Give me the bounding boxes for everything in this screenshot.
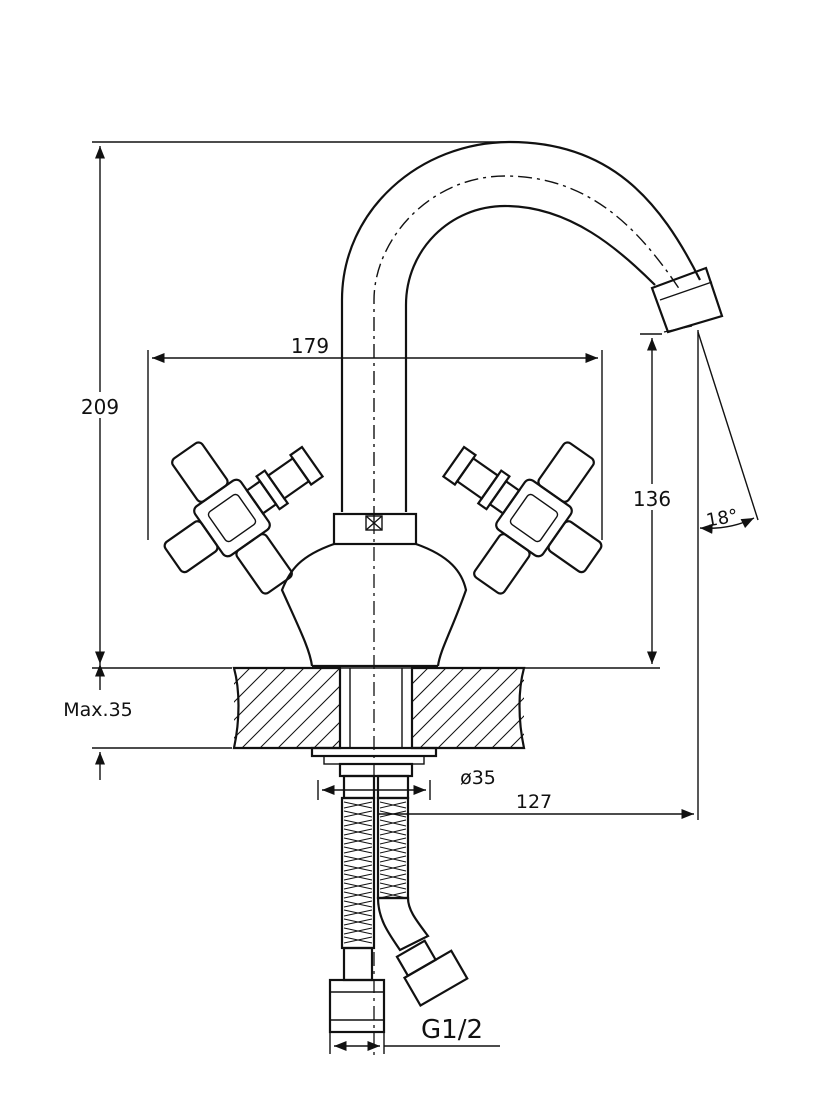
hose-braid (343, 828, 373, 836)
faucet-body (280, 512, 468, 668)
hatch-line (528, 668, 608, 748)
hose-braid (343, 873, 373, 881)
hatch-line (455, 668, 524, 748)
countertop-section (134, 666, 608, 750)
label-max-35: Max.35 (63, 699, 133, 721)
dim-diameter-35: ø35 (317, 767, 496, 800)
hose-braid (379, 846, 407, 854)
dim-angle-18: 18° (697, 330, 759, 820)
hatch-line (312, 668, 392, 748)
hose-braid (343, 801, 373, 809)
dim-spout-height-136: 136 (440, 333, 680, 669)
hose-braid (379, 873, 407, 881)
hose-braid (343, 909, 373, 917)
hatch-line (350, 668, 430, 748)
hose-braid (379, 801, 407, 809)
hose-braid (379, 855, 407, 863)
hose-braid (343, 810, 373, 818)
hatch-line (241, 668, 323, 748)
hatch-line (412, 668, 483, 748)
hose-braid (343, 846, 373, 854)
hatch-line (152, 668, 232, 748)
hose-braid (343, 936, 373, 944)
hatch-line (234, 668, 287, 748)
hatch-line (412, 668, 429, 748)
hose-braid (343, 855, 373, 863)
hose-braid (343, 927, 373, 935)
hose-braid (379, 882, 407, 890)
hatch-line (259, 668, 340, 748)
hatch-line (330, 668, 410, 748)
dim-max-35: Max.35 (63, 664, 232, 780)
label-209: 209 (81, 395, 119, 419)
hatch-line (313, 668, 340, 748)
hose-braid (343, 882, 373, 890)
hatch-line (412, 668, 447, 748)
hatch-line (295, 668, 340, 748)
hose-braid (379, 819, 407, 827)
dim-height-209: 209 (72, 141, 515, 669)
dim-reach-127: 127 (378, 791, 694, 820)
label-179: 179 (291, 334, 329, 358)
hatch-line (473, 668, 524, 748)
hose-braid (379, 837, 407, 845)
hatch-line (234, 668, 251, 748)
hose-braid (343, 891, 373, 899)
dim-thread-g12: G1/2 (329, 1015, 500, 1054)
hose-braid (343, 864, 373, 872)
hose-braid (343, 918, 373, 926)
right-cross-handle (441, 441, 603, 595)
hatch-line (234, 668, 269, 748)
label-136: 136 (633, 487, 671, 511)
hatch-line (437, 668, 519, 748)
spout (340, 140, 724, 520)
hatch-line (509, 668, 524, 748)
label-diameter-35: ø35 (460, 767, 496, 789)
hatch-line (491, 668, 524, 748)
hose-braid (379, 864, 407, 872)
hatch-line (234, 668, 305, 748)
hatch-line (134, 668, 214, 748)
hose-braid (343, 837, 373, 845)
hatch-line (277, 668, 340, 748)
hose-braid (343, 819, 373, 827)
left-cross-handle (163, 441, 325, 595)
label-g12: G1/2 (421, 1015, 483, 1045)
dim-width-179: 179 (147, 334, 603, 540)
hose-braid (343, 900, 373, 908)
label-18-degrees: 18° (705, 505, 740, 531)
hose-braid (379, 828, 407, 836)
hatch-line (412, 668, 465, 748)
label-127: 127 (516, 791, 552, 813)
hatch-line (331, 668, 340, 748)
hatch-line (419, 668, 501, 748)
